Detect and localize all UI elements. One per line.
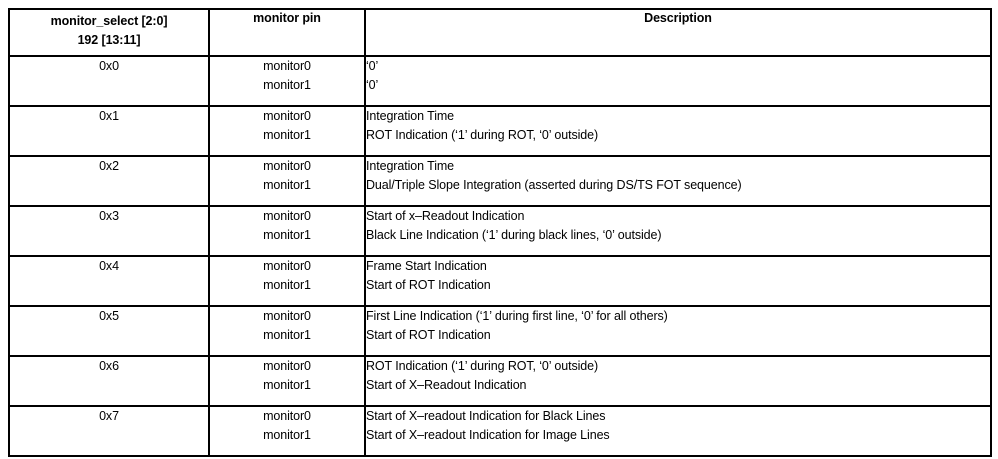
- cell-monitor-pin: monitor0 monitor1: [208, 205, 366, 257]
- monitor-pin-1: monitor1: [263, 228, 311, 242]
- monitor-pin-1: monitor1: [263, 378, 311, 392]
- header-row: monitor_select [2:0] 192 [13:11] monitor…: [8, 8, 992, 57]
- table-row: 0x0 monitor0 monitor1 ‘0’ ‘0’: [8, 55, 992, 107]
- description-line-1: Black Line Indication (‘1’ during black …: [366, 228, 662, 242]
- cell-description: Start of x–Readout Indication Black Line…: [364, 205, 992, 257]
- description-line-0: Frame Start Indication: [366, 259, 487, 273]
- monitor-pin-1: monitor1: [263, 328, 311, 342]
- monitor-pin-1: monitor1: [263, 278, 311, 292]
- cell-monitor-pin: monitor0 monitor1: [208, 355, 366, 407]
- cell-description: Integration Time ROT Indication (‘1’ dur…: [364, 105, 992, 157]
- table-row: 0x6 monitor0 monitor1 ROT Indication (‘1…: [8, 355, 992, 407]
- monitor-pin-1: monitor1: [263, 128, 311, 142]
- description-line-0: Integration Time: [366, 159, 455, 173]
- cell-description: Integration Time Dual/Triple Slope Integ…: [364, 155, 992, 207]
- description-line-0: Start of x–Readout Indication: [366, 209, 525, 223]
- column-header-monitor-pin-label: monitor pin: [253, 11, 321, 25]
- description-line-0: First Line Indication (‘1’ during first …: [366, 309, 668, 323]
- description-line-1: ‘0’: [366, 78, 379, 92]
- column-header-monitor-select-line1: monitor_select [2:0]: [50, 14, 168, 28]
- description-line-0: Start of X–readout Indication for Black …: [366, 409, 606, 423]
- column-header-description: Description: [364, 8, 992, 57]
- description-line-1: ROT Indication (‘1’ during ROT, ‘0’ outs…: [366, 128, 599, 142]
- cell-monitor-select: 0x1: [8, 105, 210, 157]
- monitor-pin-0: monitor0: [263, 209, 311, 223]
- cell-description: First Line Indication (‘1’ during first …: [364, 305, 992, 357]
- description-line-0: Integration Time: [366, 109, 455, 123]
- column-header-monitor-select: monitor_select [2:0] 192 [13:11]: [8, 8, 210, 57]
- cell-monitor-pin: monitor0 monitor1: [208, 105, 366, 157]
- table-body: 0x0 monitor0 monitor1 ‘0’ ‘0’ 0x1 monito…: [8, 55, 992, 457]
- description-line-0: ROT Indication (‘1’ during ROT, ‘0’ outs…: [366, 359, 599, 373]
- description-line-0: ‘0’: [366, 59, 379, 73]
- table-row: 0x1 monitor0 monitor1 Integration Time R…: [8, 105, 992, 157]
- cell-monitor-select: 0x3: [8, 205, 210, 257]
- cell-monitor-select: 0x6: [8, 355, 210, 407]
- monitor-pin-1: monitor1: [263, 178, 311, 192]
- monitor-pin-0: monitor0: [263, 359, 311, 373]
- description-line-1: Start of X–Readout Indication: [366, 378, 527, 392]
- description-line-1: Start of ROT Indication: [366, 328, 491, 342]
- monitor-pin-0: monitor0: [263, 409, 311, 423]
- monitor-pin-1: monitor1: [263, 78, 311, 92]
- monitor-select-table: monitor_select [2:0] 192 [13:11] monitor…: [8, 8, 992, 457]
- cell-monitor-pin: monitor0 monitor1: [208, 405, 366, 457]
- cell-description: ROT Indication (‘1’ during ROT, ‘0’ outs…: [364, 355, 992, 407]
- monitor-pin-0: monitor0: [263, 109, 311, 123]
- column-header-description-label: Description: [644, 11, 712, 25]
- monitor-pin-0: monitor0: [263, 309, 311, 323]
- table-row: 0x3 monitor0 monitor1 Start of x–Readout…: [8, 205, 992, 257]
- cell-monitor-pin: monitor0 monitor1: [208, 155, 366, 207]
- table-header: monitor_select [2:0] 192 [13:11] monitor…: [8, 8, 992, 57]
- monitor-pin-1: monitor1: [263, 428, 311, 442]
- cell-monitor-select: 0x2: [8, 155, 210, 207]
- description-line-1: Start of X–readout Indication for Image …: [366, 428, 610, 442]
- cell-description: Frame Start Indication Start of ROT Indi…: [364, 255, 992, 307]
- cell-description: Start of X–readout Indication for Black …: [364, 405, 992, 457]
- monitor-pin-0: monitor0: [263, 59, 311, 73]
- cell-description: ‘0’ ‘0’: [364, 55, 992, 107]
- monitor-pin-0: monitor0: [263, 259, 311, 273]
- cell-monitor-pin: monitor0 monitor1: [208, 55, 366, 107]
- cell-monitor-select: 0x5: [8, 305, 210, 357]
- cell-monitor-select: 0x0: [8, 55, 210, 107]
- monitor-pin-0: monitor0: [263, 159, 311, 173]
- table-row: 0x2 monitor0 monitor1 Integration Time D…: [8, 155, 992, 207]
- table-row: 0x7 monitor0 monitor1 Start of X–readout…: [8, 405, 992, 457]
- column-header-monitor-pin: monitor pin: [208, 8, 366, 57]
- cell-monitor-select: 0x7: [8, 405, 210, 457]
- cell-monitor-pin: monitor0 monitor1: [208, 255, 366, 307]
- description-line-1: Start of ROT Indication: [366, 278, 491, 292]
- description-line-1: Dual/Triple Slope Integration (asserted …: [366, 178, 742, 192]
- table-row: 0x4 monitor0 monitor1 Frame Start Indica…: [8, 255, 992, 307]
- table-row: 0x5 monitor0 monitor1 First Line Indicat…: [8, 305, 992, 357]
- column-header-monitor-select-line2: 192 [13:11]: [77, 33, 141, 47]
- cell-monitor-select: 0x4: [8, 255, 210, 307]
- cell-monitor-pin: monitor0 monitor1: [208, 305, 366, 357]
